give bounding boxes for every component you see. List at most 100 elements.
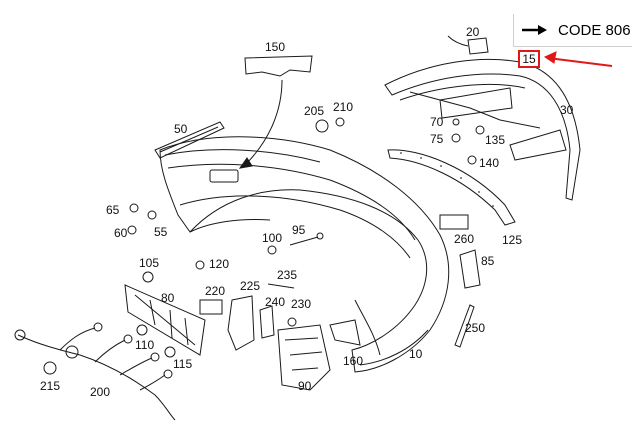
pad-220 xyxy=(199,299,223,315)
pad-150-outline xyxy=(244,55,313,77)
part-label-200[interactable]: 200 xyxy=(90,385,111,399)
harness-200-branch-c xyxy=(119,357,153,376)
fastener-75 xyxy=(451,133,461,143)
bracket-90-outline xyxy=(277,324,331,391)
harness-connector-4 xyxy=(150,352,160,362)
harness-200-branch-d xyxy=(139,374,166,391)
arrow-right-icon xyxy=(522,25,547,35)
harness-200-branch-b xyxy=(94,339,126,363)
harness-connector-5 xyxy=(163,369,173,379)
bracket-125-holes xyxy=(400,152,494,207)
part-label-75[interactable]: 75 xyxy=(430,132,444,146)
bolt-95-head xyxy=(316,232,324,240)
highlighted-part-label[interactable]: 15 xyxy=(518,50,540,68)
bolt-235 xyxy=(267,283,295,289)
trim-50-detail xyxy=(159,126,219,153)
reinforcement-30-bracket xyxy=(509,129,567,161)
reinforcement-30-outline xyxy=(384,58,581,201)
part-label-240[interactable]: 240 xyxy=(265,295,286,309)
part-label-220[interactable]: 220 xyxy=(205,284,226,298)
trim-50-outline xyxy=(154,121,225,159)
part-label-205[interactable]: 205 xyxy=(304,104,325,118)
harness-connector-2 xyxy=(93,322,103,332)
part-label-135[interactable]: 135 xyxy=(485,133,506,147)
fastener-205 xyxy=(315,119,329,133)
part-label-115[interactable]: 115 xyxy=(173,357,193,371)
part-label-60[interactable]: 60 xyxy=(114,226,128,240)
callout-red-arrowhead xyxy=(543,51,557,64)
code-label: CODE 806 xyxy=(558,21,631,39)
part-label-100[interactable]: 100 xyxy=(262,231,283,245)
part-label-80[interactable]: 80 xyxy=(161,291,175,305)
part-label-95[interactable]: 95 xyxy=(292,223,306,237)
callout-red-arrow-line xyxy=(547,57,613,67)
part-label-50[interactable]: 50 xyxy=(174,122,188,136)
code-callout: CODE 806 xyxy=(513,14,632,47)
bracket-125-outline xyxy=(387,149,516,226)
fastener-115 xyxy=(164,346,176,358)
fastener-100 xyxy=(267,245,277,255)
bolt-95 xyxy=(289,236,319,246)
bracket-80-lattice xyxy=(134,294,196,346)
bumper-top-edge-detail xyxy=(164,149,321,163)
part-label-225[interactable]: 225 xyxy=(240,279,261,293)
part-label-70[interactable]: 70 xyxy=(430,115,444,129)
part-label-160[interactable]: 160 xyxy=(343,354,364,368)
part-label-55[interactable]: 55 xyxy=(154,225,168,239)
part-label-85[interactable]: 85 xyxy=(481,254,495,268)
bumper-cover-inner-edge xyxy=(167,163,416,241)
part-label-150[interactable]: 150 xyxy=(265,40,286,54)
part-label-10[interactable]: 10 xyxy=(409,347,423,361)
part-label-260[interactable]: 260 xyxy=(454,232,475,246)
clip-block-260 xyxy=(439,214,469,230)
part-label-250[interactable]: 250 xyxy=(465,321,486,335)
harness-200-branch-a xyxy=(59,327,96,351)
bracket-90-detail xyxy=(284,337,323,371)
bracket-225-outline xyxy=(227,295,255,351)
strip-250 xyxy=(454,304,475,348)
fastener-210 xyxy=(335,117,345,127)
fastener-135 xyxy=(475,125,485,135)
fastener-110 xyxy=(136,324,148,336)
part-label-65[interactable]: 65 xyxy=(106,203,120,217)
fastener-65 xyxy=(129,203,139,213)
bumper-cover-crease xyxy=(179,195,411,259)
bracket-85-outline xyxy=(459,249,481,289)
bumper-cover-right-return xyxy=(354,299,381,356)
reinforcement-30-inner-edge xyxy=(399,83,526,101)
pad-150-arrow xyxy=(244,79,283,166)
sensor-20-cable xyxy=(447,35,469,47)
harness-connector-6 xyxy=(65,345,79,359)
harness-200-main xyxy=(17,334,176,421)
part-label-90[interactable]: 90 xyxy=(298,379,312,393)
sensor-20-body xyxy=(467,37,489,55)
part-label-210[interactable]: 210 xyxy=(333,100,354,114)
part-label-20[interactable]: 20 xyxy=(466,25,480,39)
part-label-120[interactable]: 120 xyxy=(209,257,230,271)
fastener-230 xyxy=(287,317,297,327)
part-label-30[interactable]: 30 xyxy=(560,103,574,117)
sensor-215 xyxy=(43,361,57,375)
bracket-240-outline xyxy=(259,305,275,339)
fastener-55 xyxy=(147,210,157,220)
part-label-125[interactable]: 125 xyxy=(502,233,523,247)
reinforcement-30-crossbar xyxy=(439,87,513,119)
fastener-105 xyxy=(142,271,154,283)
part-label-235[interactable]: 235 xyxy=(277,268,298,282)
part-label-110[interactable]: 110 xyxy=(135,338,155,352)
part-label-215[interactable]: 215 xyxy=(40,379,61,393)
part-label-105[interactable]: 105 xyxy=(139,256,160,270)
harness-connector-3 xyxy=(123,334,133,344)
bracket-80-outline xyxy=(124,284,206,356)
pad-150-arrowhead xyxy=(238,157,253,169)
fastener-140 xyxy=(467,155,477,165)
reinforcement-30-rib xyxy=(409,91,541,129)
part-label-140[interactable]: 140 xyxy=(479,156,500,170)
fastener-60 xyxy=(127,225,137,235)
fastener-120 xyxy=(195,260,205,270)
bumper-cover-lower-lip xyxy=(189,219,271,233)
fastener-70 xyxy=(452,118,460,126)
part-label-230[interactable]: 230 xyxy=(291,297,312,311)
